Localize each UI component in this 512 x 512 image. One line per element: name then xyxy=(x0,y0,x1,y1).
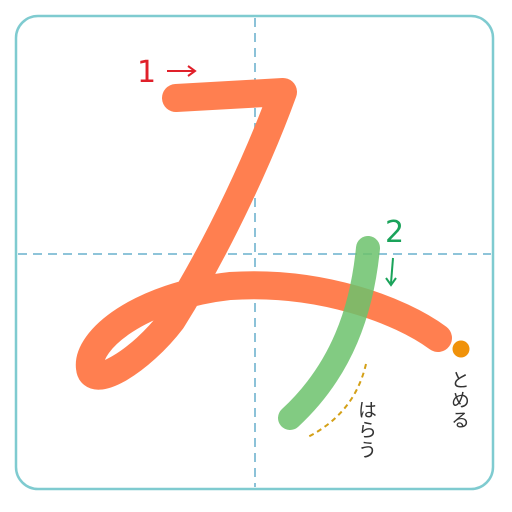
stop-dot-icon xyxy=(452,340,470,358)
tome-label: とめる xyxy=(448,370,470,430)
arrow-right-icon xyxy=(167,65,197,77)
stroke-one-number: 1 xyxy=(137,55,157,90)
harau-label: はらう xyxy=(355,400,377,460)
stroke-two-path xyxy=(278,236,380,430)
stroke-one-path xyxy=(75,78,452,390)
arrow-down-icon xyxy=(385,257,397,287)
stroke-two-number: 2 xyxy=(385,215,405,250)
harau-sweep-hint xyxy=(305,363,367,439)
